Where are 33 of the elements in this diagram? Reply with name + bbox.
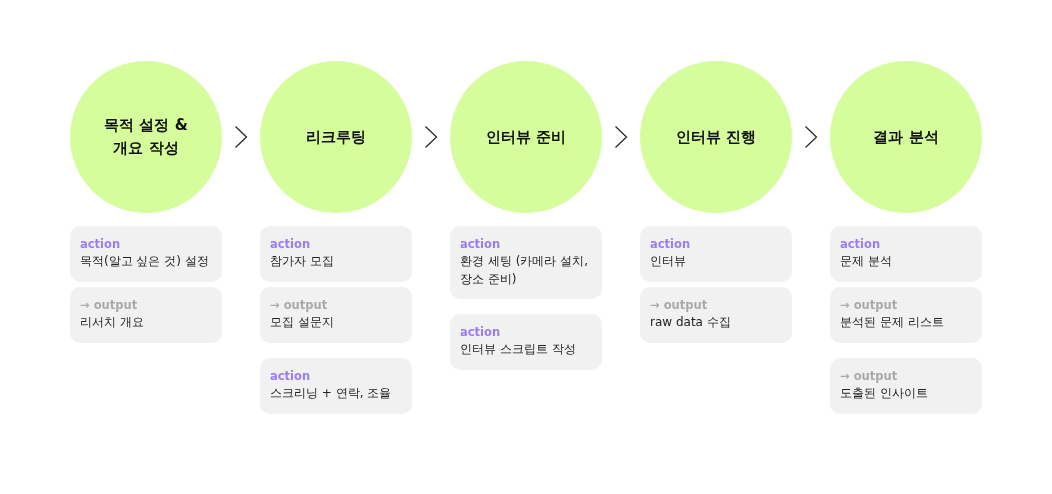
card-label: → output bbox=[650, 297, 709, 313]
card-label: action bbox=[460, 236, 502, 252]
card-label: → output bbox=[270, 297, 329, 313]
card-label: action bbox=[270, 368, 312, 384]
chevron-arrow bbox=[424, 125, 438, 149]
step-title: 결과 분석 bbox=[873, 126, 939, 148]
card-text: 목적(알고 싶은 것) 설정 bbox=[80, 253, 210, 270]
chevron-arrow bbox=[804, 125, 818, 149]
card-text: 리서치 개요 bbox=[80, 314, 145, 331]
card-label: action bbox=[840, 236, 882, 252]
card-text: 도출된 인사이트 bbox=[840, 385, 929, 402]
card-text: 스크리닝 + 연락, 조율 bbox=[270, 385, 393, 402]
card-label: action bbox=[270, 236, 312, 252]
card-label: action bbox=[460, 324, 502, 340]
chevron-arrow bbox=[614, 125, 628, 149]
card-text: 인터뷰 bbox=[650, 253, 687, 270]
card-text: raw data 수집 bbox=[650, 314, 732, 331]
card-label: action bbox=[80, 236, 122, 252]
card-text: 분석된 문제 리스트 bbox=[840, 314, 945, 331]
card-text: 문제 분석 bbox=[840, 253, 893, 270]
card-text: 참가자 모집 bbox=[270, 253, 335, 270]
step-title: 목적 설정 & 개요 작성 bbox=[103, 115, 189, 159]
chevron-arrow bbox=[234, 125, 248, 149]
card-label: → output bbox=[840, 368, 899, 384]
card-label: action bbox=[650, 236, 692, 252]
card-text: 인터뷰 스크립트 작성 bbox=[460, 341, 577, 358]
card-text: 환경 세팅 (카메라 설치, 장소 준비) bbox=[460, 253, 589, 288]
step-title: 인터뷰 진행 bbox=[675, 126, 757, 148]
step-title: 인터뷰 준비 bbox=[485, 126, 567, 148]
step-title: 리크루팅 bbox=[306, 126, 366, 148]
card-text: 모집 설문지 bbox=[270, 314, 335, 331]
card-label: → output bbox=[840, 297, 899, 313]
card-label: → output bbox=[80, 297, 139, 313]
